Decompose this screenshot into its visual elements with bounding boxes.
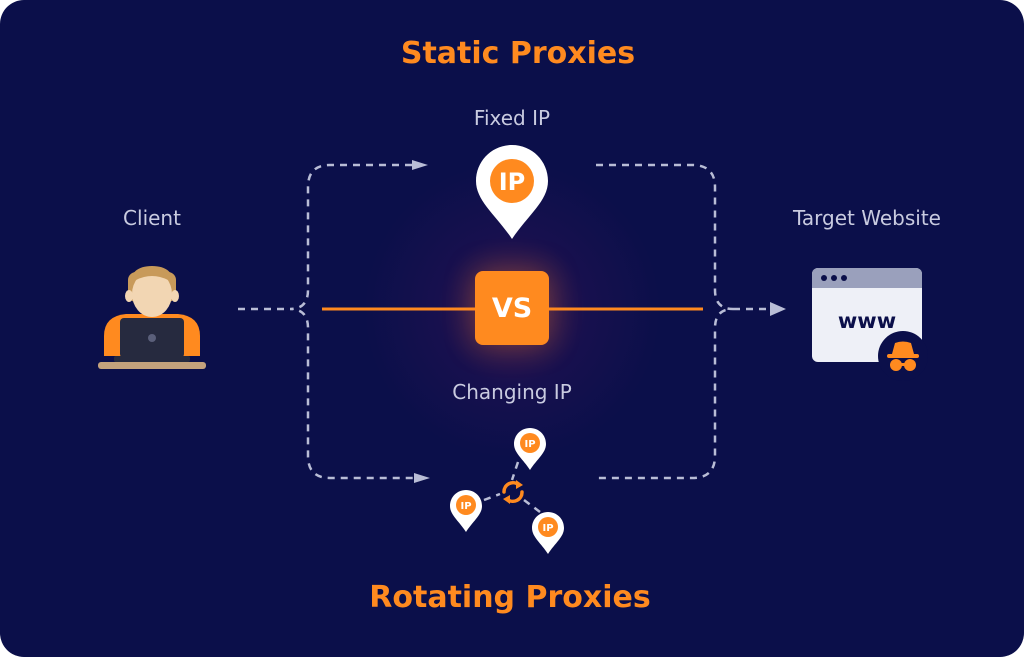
arrow-target bbox=[770, 302, 786, 316]
pin-ip-text: IP bbox=[524, 439, 535, 450]
ip-pin-icon: IP bbox=[476, 145, 548, 239]
vs-badge: VS bbox=[475, 271, 549, 345]
ip-pin-icon: IP bbox=[450, 490, 482, 532]
static-proxies-title: Static Proxies bbox=[400, 36, 636, 71]
rotate-icon bbox=[502, 480, 524, 504]
ip-pin-icon: IP bbox=[532, 512, 564, 554]
rotation-link-top bbox=[510, 461, 520, 481]
changing-ip-label: Changing IP bbox=[452, 380, 572, 404]
pin-ip-text: IP bbox=[542, 523, 553, 534]
target-website-label: Target Website bbox=[793, 206, 941, 230]
arrow-rotating bbox=[414, 473, 430, 483]
rotation-link-left bbox=[483, 492, 501, 502]
spy-icon bbox=[878, 331, 928, 381]
rotating-proxies-title: Rotating Proxies bbox=[369, 580, 651, 615]
pin-ip-text: IP bbox=[499, 168, 526, 196]
client-label: Client bbox=[123, 206, 181, 230]
pin-ip-text: IP bbox=[460, 501, 471, 512]
browser-www-text: www bbox=[838, 309, 896, 333]
fixed-ip-label: Fixed IP bbox=[473, 106, 551, 130]
client-person-icon bbox=[98, 266, 206, 369]
left-bracket bbox=[289, 163, 420, 480]
right-bracket bbox=[596, 163, 734, 480]
arrow-fixed bbox=[412, 160, 428, 170]
rotation-link-right bbox=[523, 499, 541, 513]
ip-pin-icon: IP bbox=[514, 428, 546, 470]
